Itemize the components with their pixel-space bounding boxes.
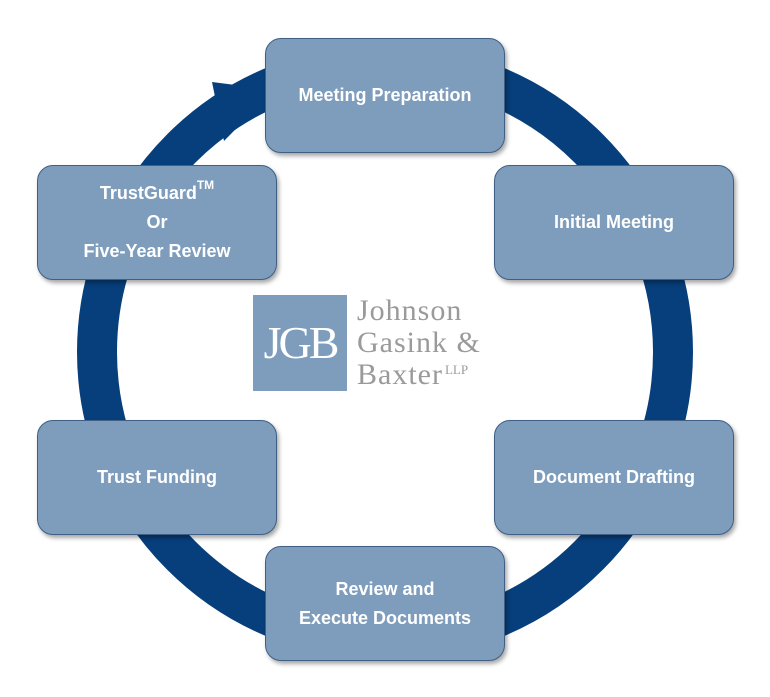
logo-llp-text: LLP [444, 362, 469, 377]
trustguard-name: TrustGuard [99, 183, 197, 203]
step-review-execute-line2: Execute Documents [298, 607, 472, 628]
trademark-mark: TM [196, 178, 215, 192]
step-trust-funding-label: Trust Funding [97, 467, 217, 487]
cycle-arrowhead-icon [212, 82, 274, 141]
step-initial-meeting-label: Initial Meeting [553, 212, 674, 232]
step-document-drafting: Document Drafting [494, 420, 734, 535]
step-trustguard-line1: TrustGuardTM [100, 179, 214, 208]
step-trustguard-review: TrustGuardTM Or Five-Year Review [37, 165, 277, 280]
step-trust-funding: Trust Funding [37, 420, 277, 535]
logo-line-johnson: Johnson [357, 295, 462, 327]
logo-monogram: JGB [253, 295, 347, 391]
step-initial-meeting: Initial Meeting [494, 165, 734, 280]
step-review-execute-documents: Review and Execute Documents [265, 546, 505, 661]
step-meeting-preparation: Meeting Preparation [265, 38, 505, 153]
step-review-execute-line1: Review and [335, 578, 435, 599]
step-document-drafting-label: Document Drafting [533, 467, 695, 487]
logo-johnson-text: Johnson [357, 294, 463, 327]
logo-baxter-text: Baxter [357, 358, 443, 391]
step-meeting-preparation-label: Meeting Preparation [298, 85, 472, 105]
logo-line-gasink: Gasink & [357, 327, 481, 359]
logo-gasink-text: Gasink & [357, 326, 481, 359]
step-trustguard-line3: Five-Year Review [83, 241, 231, 261]
step-trustguard-line2: Or [146, 212, 168, 232]
